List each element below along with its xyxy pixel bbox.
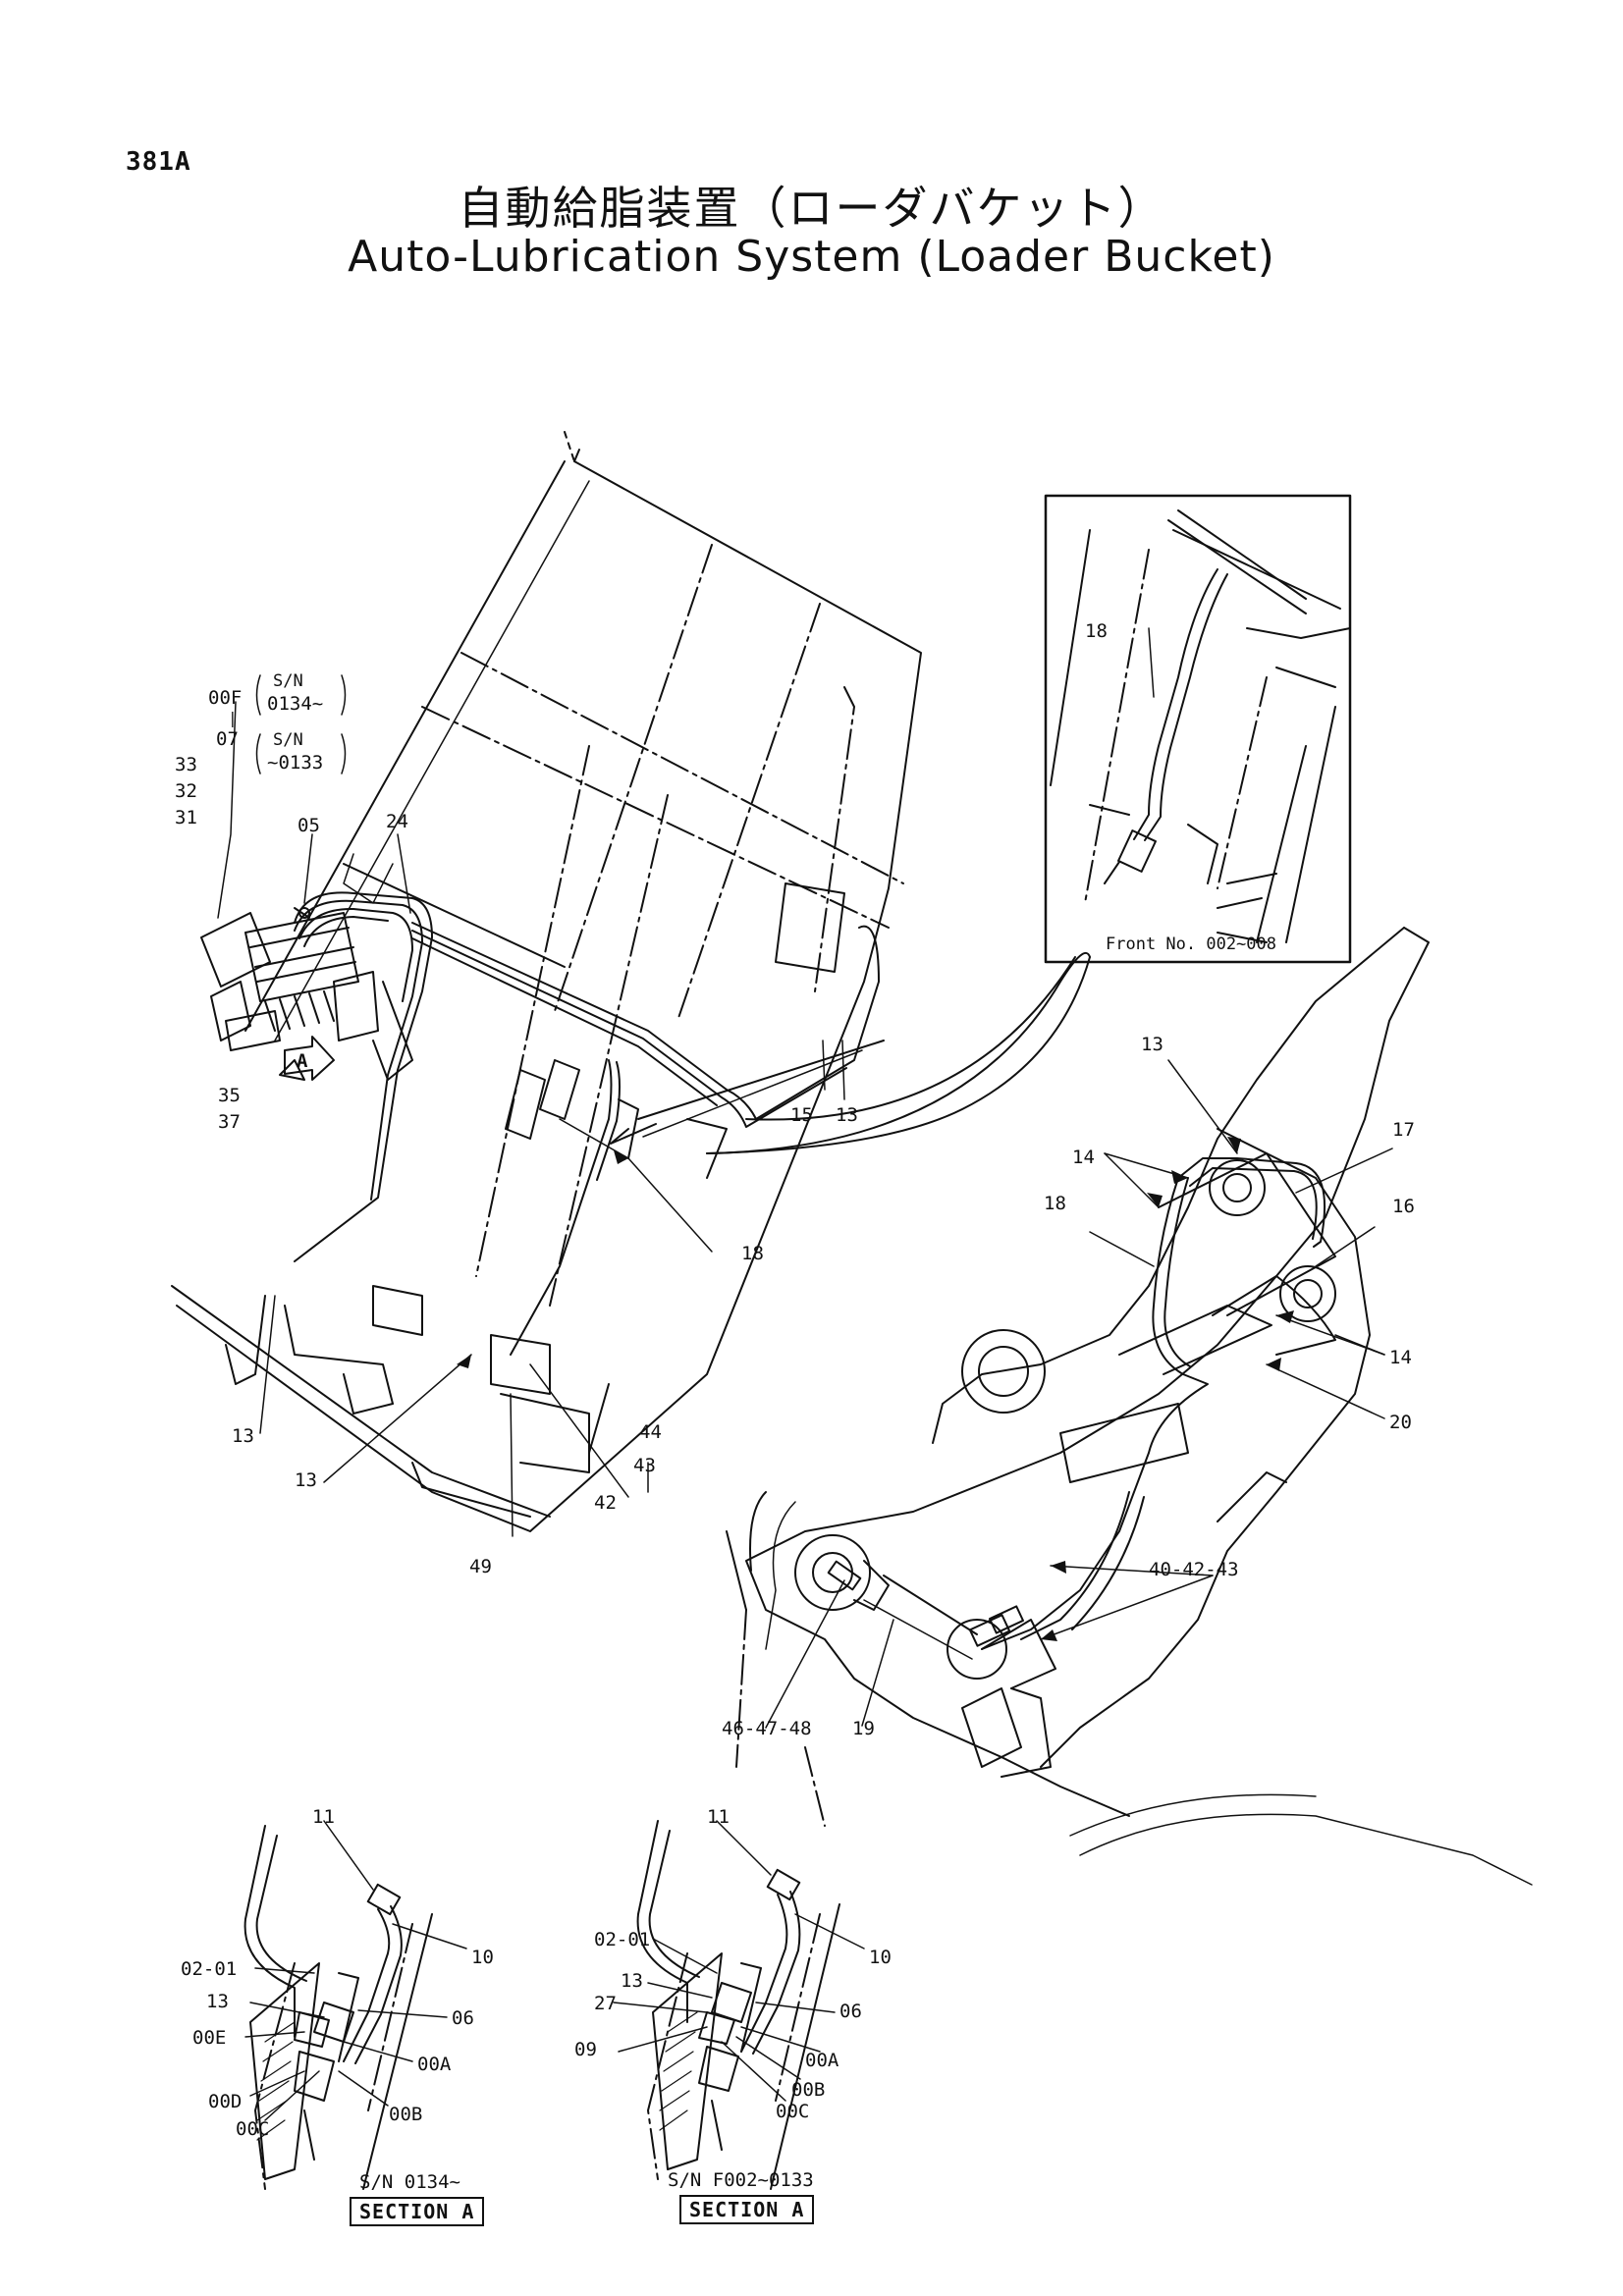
label-00F: 00F (208, 687, 243, 709)
label-13b: 13 (232, 1425, 254, 1447)
sec-b-label-06: 06 (839, 2001, 862, 2022)
inset-leader (706, 956, 1091, 1154)
label-sn-2b: ~0133 (267, 752, 324, 774)
sn-brackets (255, 674, 347, 774)
sec-b-title-box: SECTION A (679, 2195, 815, 2224)
label-18-inset: 18 (1085, 620, 1108, 642)
page-number: 381A (126, 147, 191, 177)
label-A: A (297, 1050, 308, 1072)
sec-b-label-00A: 00A (805, 2050, 839, 2071)
label-44: 44 (639, 1421, 662, 1443)
label-32: 32 (175, 780, 197, 802)
sec-b-label-02-01: 02-01 (594, 1929, 651, 1950)
label-31: 31 (175, 807, 197, 828)
label-43: 43 (633, 1455, 656, 1476)
sec-a-label-00A: 00A (417, 2054, 452, 2075)
label-15: 15 (790, 1104, 813, 1126)
label-13d: 13 (1141, 1034, 1163, 1055)
sec-a-label-13: 13 (206, 1991, 229, 2012)
sec-a-serial: S/N 0134~ (359, 2171, 460, 2193)
label-sn-2a: S/N (273, 730, 303, 750)
lube-hoses-main (294, 891, 1091, 1356)
sec-a-label-00C: 00C (236, 2118, 270, 2140)
sec-a-label-10: 10 (471, 1947, 494, 1968)
label-13c: 13 (295, 1469, 317, 1491)
inset-caption: Front No. 002~008 (1106, 934, 1276, 954)
label-07: 07 (216, 728, 239, 750)
sec-b-label-00C: 00C (776, 2101, 810, 2122)
inset-detail (1044, 494, 1352, 964)
label-46-47-48: 46-47-48 (722, 1718, 812, 1739)
sec-a-label-00E: 00E (192, 2027, 227, 2049)
label-35: 35 (218, 1085, 241, 1106)
sec-b-label-11: 11 (707, 1806, 730, 1828)
leader-arrowheads (457, 1137, 1294, 1641)
sec-a-label-02-01: 02-01 (181, 1958, 238, 1980)
section-a-left-drawing (243, 1825, 433, 2190)
label-14a: 14 (1072, 1147, 1095, 1168)
label-14b: 14 (1389, 1347, 1412, 1368)
lube-hoses-right (827, 1157, 1336, 1660)
distributor-block (200, 907, 379, 1081)
label-18b: 18 (1044, 1193, 1066, 1214)
label-05: 05 (298, 815, 320, 836)
label-18a: 18 (741, 1243, 764, 1264)
label-42: 42 (594, 1492, 617, 1514)
title-japanese: 自動給脂装置（ローダバケット） (458, 182, 1165, 235)
sec-b-label-27: 27 (594, 1993, 617, 2014)
label-17: 17 (1392, 1119, 1415, 1141)
section-leaders (244, 1820, 865, 2121)
label-20: 20 (1389, 1412, 1412, 1433)
label-49: 49 (469, 1556, 492, 1577)
bucket-link-frame (726, 927, 1533, 1886)
sec-a-label-00B: 00B (389, 2104, 423, 2125)
label-19: 19 (852, 1718, 875, 1739)
view-arrow-a (284, 1036, 335, 1081)
label-37: 37 (218, 1111, 241, 1133)
sec-b-label-09: 09 (574, 2039, 597, 2060)
sec-a-label-11: 11 (312, 1806, 335, 1828)
sec-a-label-00D: 00D (208, 2091, 243, 2112)
sec-b-label-00B: 00B (791, 2079, 826, 2101)
label-sn-1b: 0134~ (267, 693, 324, 715)
sec-b-label-13: 13 (621, 1970, 643, 1992)
sec-a-label-06: 06 (452, 2007, 474, 2029)
label-16: 16 (1392, 1196, 1415, 1217)
bucket-frame (171, 431, 922, 1532)
label-33: 33 (175, 754, 197, 775)
sec-a-title-box: SECTION A (350, 2197, 485, 2226)
label-40-42-43: 40-42-43 (1149, 1559, 1239, 1580)
sec-b-serial: S/N F002~0133 (668, 2169, 814, 2191)
label-sn-1a: S/N (273, 671, 303, 691)
label-13a: 13 (836, 1104, 858, 1126)
label-bar: | (228, 709, 238, 727)
label-24: 24 (386, 811, 408, 832)
section-a-right-drawing (636, 1820, 840, 2190)
sec-b-label-10: 10 (869, 1947, 892, 1968)
title-english: Auto-Lubrication System (Loader Bucket) (348, 232, 1275, 282)
